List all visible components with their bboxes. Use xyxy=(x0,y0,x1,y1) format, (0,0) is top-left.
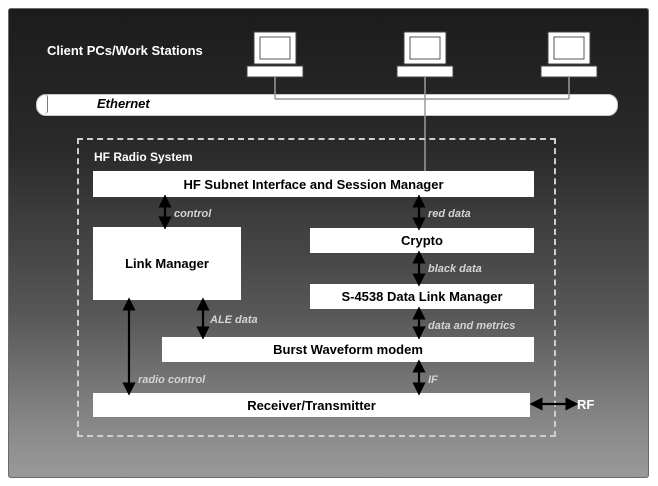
hf-radio-system-boundary xyxy=(77,138,556,437)
data-link-manager-box: S-4538 Data Link Manager xyxy=(310,284,534,309)
data-metrics-label: data and metrics xyxy=(428,320,516,332)
link-manager-box: Link Manager xyxy=(93,227,241,300)
monitor-icon xyxy=(540,31,598,78)
black-data-label: black data xyxy=(428,263,482,275)
rf-label: RF xyxy=(577,397,595,412)
subnet-session-manager-box: HF Subnet Interface and Session Manager xyxy=(93,171,534,197)
burst-waveform-modem-box: Burst Waveform modem xyxy=(162,337,534,362)
red-data-label: red data xyxy=(428,208,471,220)
receiver-transmitter-box: Receiver/Transmitter xyxy=(93,393,530,417)
control-label: control xyxy=(174,208,212,220)
client-pcs-label: Client PCs/Work Stations xyxy=(47,43,203,58)
hf-radio-system-label: HF Radio System xyxy=(94,150,193,164)
ethernet-label: Ethernet xyxy=(97,96,150,111)
ethernet-bus-end xyxy=(36,94,48,114)
monitor-icon xyxy=(396,31,454,78)
if-label: IF xyxy=(428,374,438,386)
radio-control-label: radio control xyxy=(138,374,206,386)
crypto-box: Crypto xyxy=(310,228,534,253)
ale-data-label: ALE data xyxy=(210,314,258,326)
